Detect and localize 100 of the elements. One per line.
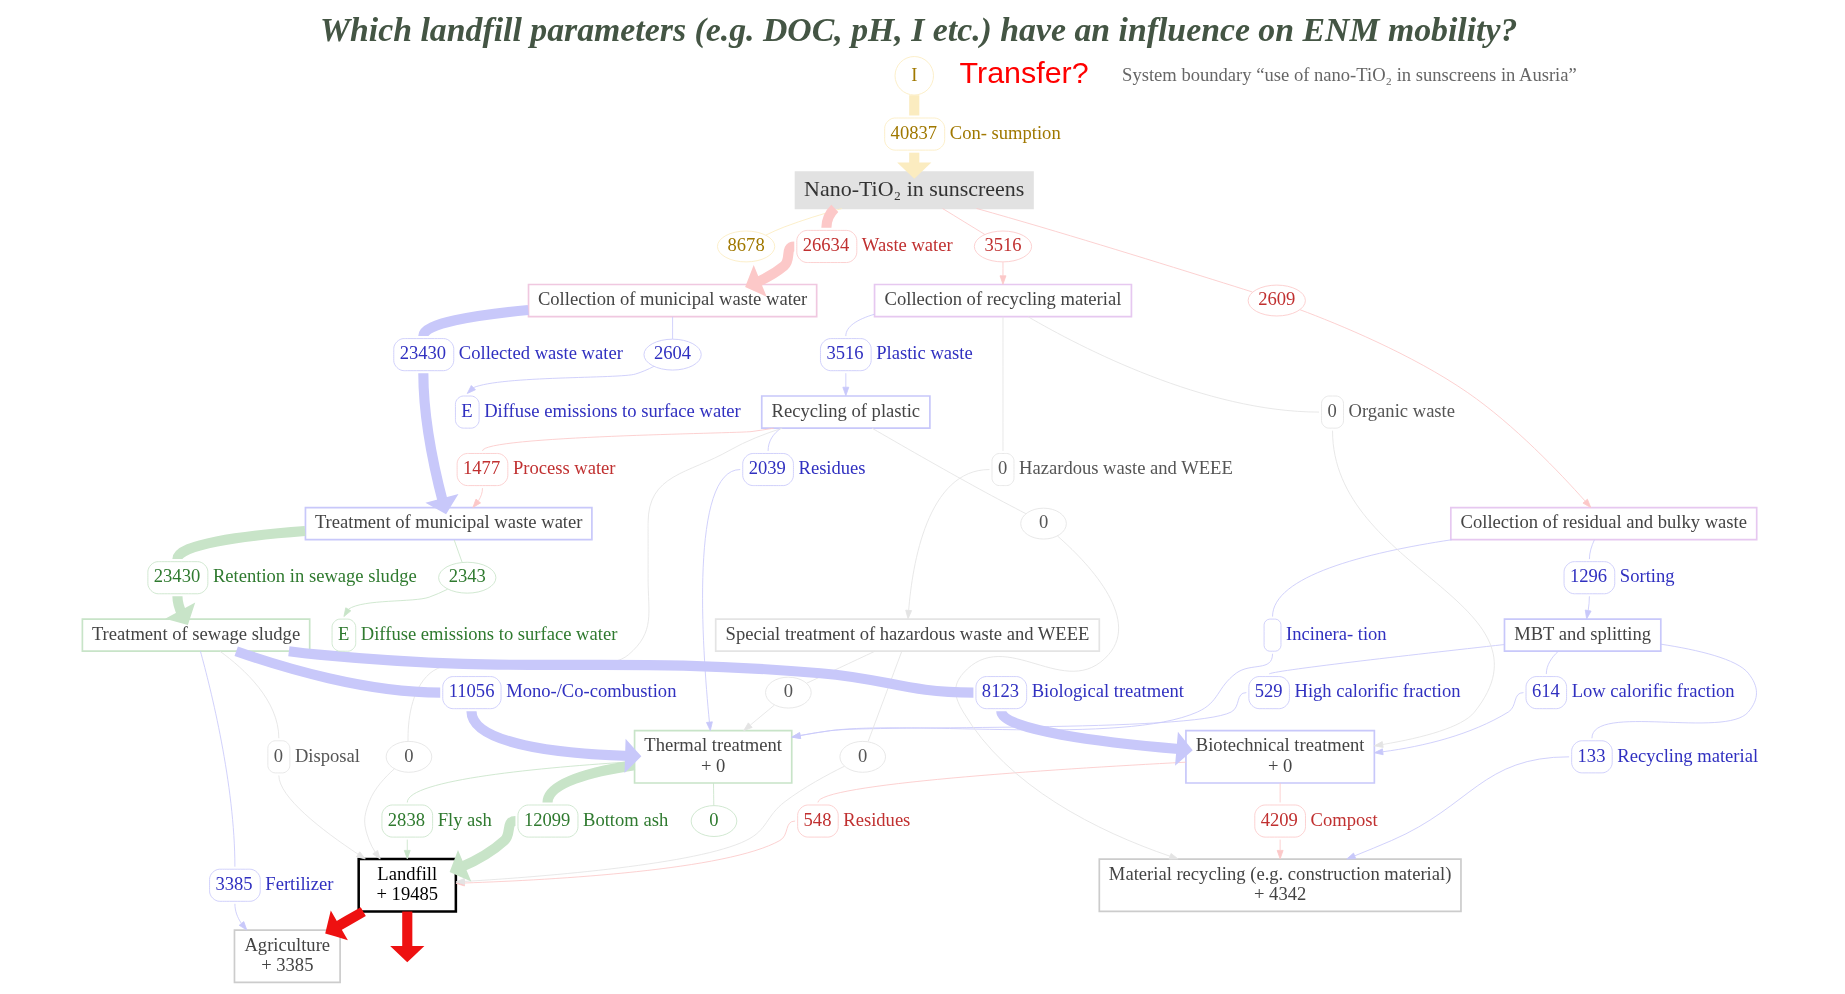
node-box: Landfill + 19485 xyxy=(357,857,458,913)
node-label: Retention in sewage sludge xyxy=(212,565,417,587)
arrow xyxy=(403,839,411,860)
node-box: 26634 xyxy=(796,230,858,263)
node-box: Collection of recycling material xyxy=(873,283,1133,318)
arrow xyxy=(1332,430,1495,748)
node-box: E xyxy=(331,618,357,652)
arrow xyxy=(702,469,741,731)
node-box: 2039 xyxy=(742,453,794,486)
arrow xyxy=(842,372,850,397)
connector xyxy=(288,646,974,698)
node-box: 11056 xyxy=(442,676,502,710)
connector xyxy=(867,651,903,742)
connector xyxy=(418,304,529,338)
node-box: Treatment of sewage sludge xyxy=(81,618,311,653)
connector xyxy=(1545,650,1559,675)
node-circle: I xyxy=(894,56,934,96)
connector xyxy=(1027,316,1320,413)
arrow xyxy=(364,768,395,860)
node-label: Organic waste xyxy=(1348,399,1456,421)
arrow xyxy=(1373,692,1524,756)
arrow xyxy=(418,373,459,515)
arrow xyxy=(745,241,796,297)
node-label: Recycling material xyxy=(1617,744,1759,766)
node-label: Incinera- tion xyxy=(1286,622,1387,644)
connector xyxy=(219,650,280,739)
node-box: 2838 xyxy=(381,804,434,838)
connector xyxy=(1268,644,1505,675)
arrow xyxy=(343,588,448,617)
caption: System boundary “use of nano-TiO₂ in sunscreens in Ausria” xyxy=(1122,63,1577,85)
node-label: Collected waste water xyxy=(458,342,623,364)
connector xyxy=(234,646,441,698)
node-label: Diffuse emissions to surface water xyxy=(360,622,618,644)
arrow xyxy=(449,816,517,882)
node-label: Compost xyxy=(1310,808,1378,830)
node-label: Disposal xyxy=(294,744,360,766)
node-box: 548 xyxy=(797,804,839,838)
connector xyxy=(672,316,673,340)
node-box: 3516 xyxy=(820,338,872,372)
connector xyxy=(976,208,1253,293)
arrow xyxy=(472,487,483,508)
connector xyxy=(817,761,1187,803)
connector xyxy=(1591,643,1757,739)
node-label: Biological treatment xyxy=(1031,680,1184,702)
node-ellipse xyxy=(1263,618,1282,652)
node-label: Waste water xyxy=(861,234,953,256)
node-box: 529 xyxy=(1248,676,1290,710)
node-box: Collection of municipal waste water xyxy=(527,283,818,318)
node-label: Bottom ash xyxy=(583,808,669,830)
node-box: 12099 xyxy=(517,804,579,838)
diagram-title: Which landfill parameters (e.g. DOC, pH, I etc.) have an influence on ENM mobility? xyxy=(320,11,1518,49)
connector xyxy=(713,782,715,806)
node-ellipse: 0 xyxy=(765,676,812,709)
node-box: Material recycling (e.g. construction material) + 4342 xyxy=(1098,858,1462,913)
connector xyxy=(942,208,986,235)
arrow xyxy=(999,261,1007,285)
connector xyxy=(542,760,636,804)
connector xyxy=(172,525,306,561)
arrow xyxy=(1299,309,1592,508)
node-label: High calorific fraction xyxy=(1294,680,1461,702)
connector xyxy=(1589,539,1595,560)
arrow xyxy=(791,692,1247,739)
node-ellipse: 3516 xyxy=(973,230,1033,263)
arrow xyxy=(1346,756,1570,860)
node-ellipse: 0 xyxy=(690,805,738,837)
node-box: E xyxy=(455,395,480,429)
node-box: 1477 xyxy=(456,453,509,486)
arrow xyxy=(905,469,990,620)
arrow xyxy=(743,704,775,731)
node-ellipse: 8678 xyxy=(717,230,776,263)
node-box: Agriculture + 3385 xyxy=(233,929,341,984)
connector xyxy=(845,313,875,337)
label: Transfer? xyxy=(959,55,1089,90)
node-label: Low calorific fraction xyxy=(1571,680,1735,702)
node-label: Fly ash xyxy=(437,808,492,830)
arrow xyxy=(325,907,366,941)
node-label: Sorting xyxy=(1619,565,1675,587)
connector xyxy=(1272,539,1453,617)
node-box: Treatment of municipal waste water xyxy=(304,506,593,541)
node-box: 8123 xyxy=(975,676,1028,710)
connector xyxy=(200,650,236,868)
node-box: Thermal treatment + 0 xyxy=(633,729,793,784)
node-box: 1296 xyxy=(1563,561,1616,595)
node-box: 133 xyxy=(1571,740,1613,774)
connector xyxy=(767,427,782,452)
node-label: Mono-/Co-combustion xyxy=(506,680,677,702)
node-box: MBT and splitting xyxy=(1503,618,1662,653)
node-label: Con- sumption xyxy=(949,121,1061,143)
node-box: Biotechnical treatment + 0 xyxy=(1185,729,1376,784)
node-ellipse: 2604 xyxy=(643,338,702,371)
arrow xyxy=(234,903,248,931)
arrow xyxy=(1276,839,1284,860)
arrow xyxy=(466,710,642,773)
node-box: 3385 xyxy=(209,868,261,902)
connector xyxy=(482,427,775,452)
node-label: Hazardous waste and WEEE xyxy=(1019,457,1233,479)
arrow xyxy=(165,596,196,625)
node-box: 23430 xyxy=(393,338,455,372)
connector xyxy=(453,539,463,563)
connector xyxy=(909,95,920,116)
